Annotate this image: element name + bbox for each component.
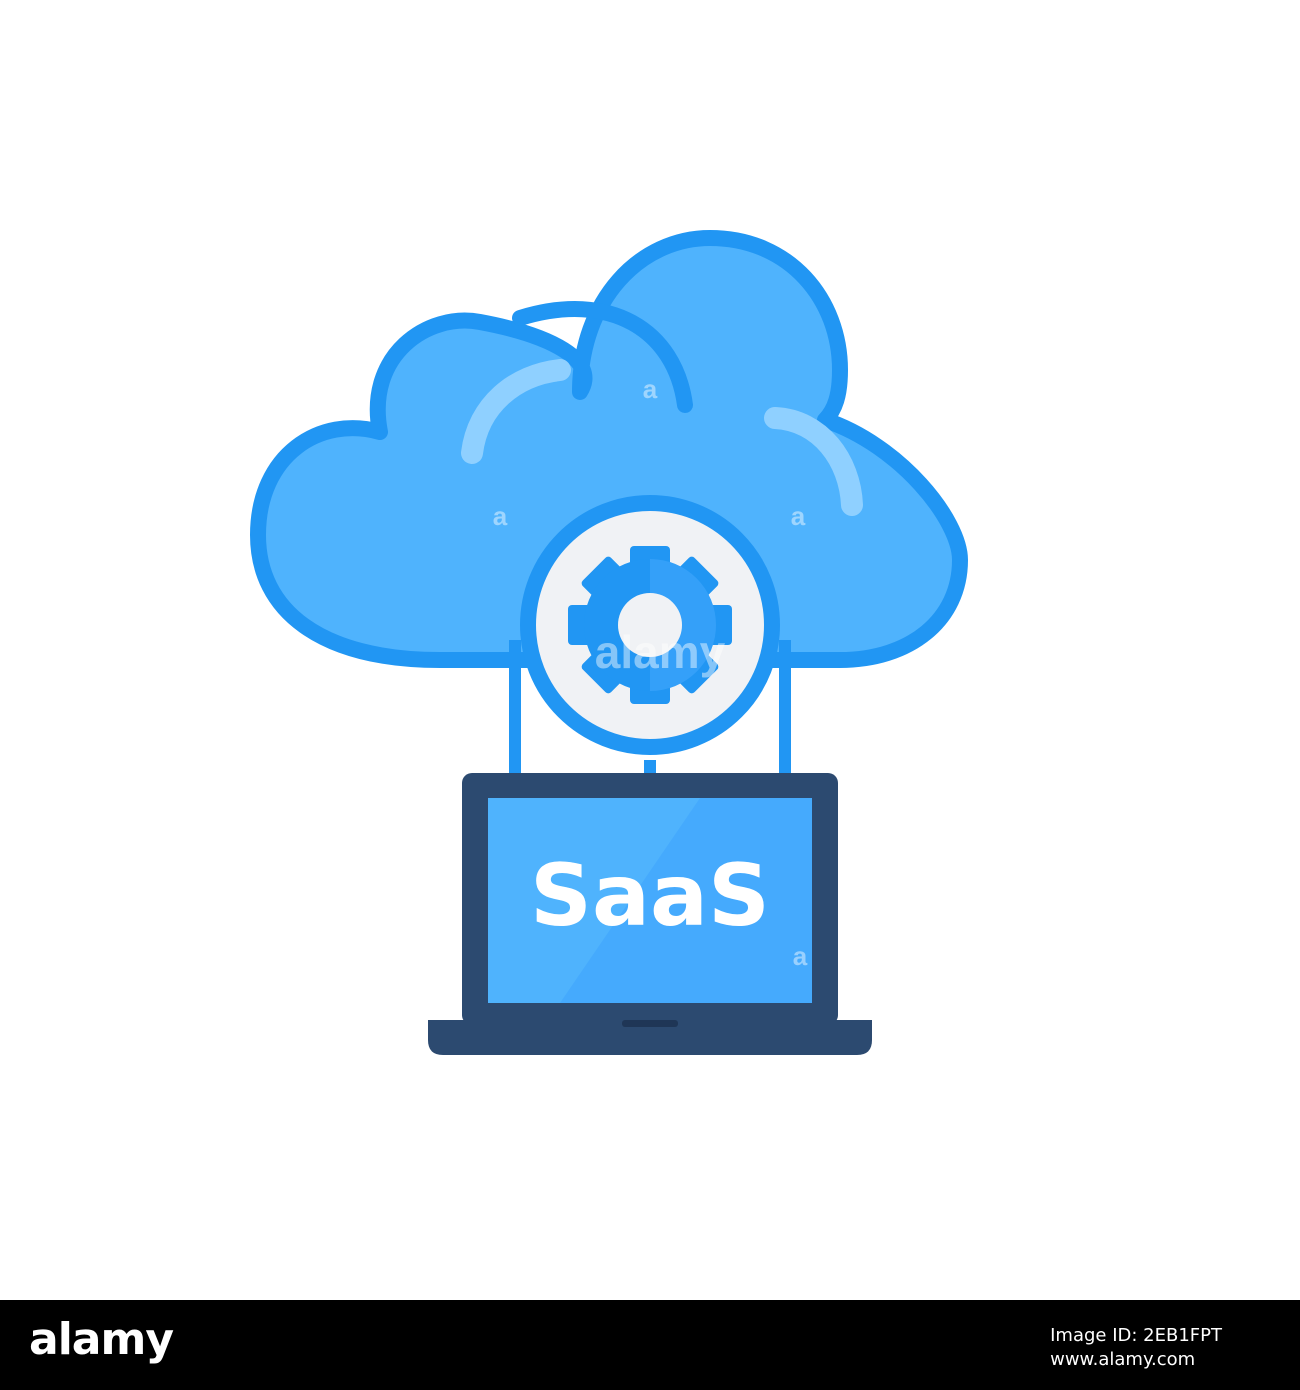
gear-icon: [520, 495, 780, 755]
brand-logo: alamy: [29, 1314, 174, 1365]
watermark-mark-right: a: [791, 501, 806, 531]
watermark-mark-bottom: a: [793, 941, 808, 971]
cloud-icon: [250, 230, 968, 668]
watermark-mark-left: a: [493, 501, 508, 531]
image-id-block: Image ID: 2EB1FPT www.alamy.com: [1050, 1324, 1222, 1373]
footer-bar: alamy Image ID: 2EB1FPT www.alamy.com: [0, 1300, 1300, 1390]
site-url: www.alamy.com: [1050, 1349, 1196, 1371]
screen-label: SaaS: [530, 846, 770, 946]
image-id: Image ID: 2EB1FPT: [1050, 1325, 1222, 1346]
watermark-mark-top: a: [643, 374, 658, 404]
cloud-highlight-right: [764, 407, 863, 516]
watermark-text: alamy: [595, 626, 726, 678]
saas-cloud-illustration: SaaS alamy a a a a: [250, 230, 968, 1055]
cloud-highlight-left: [461, 359, 571, 464]
laptop-icon: [428, 773, 872, 1055]
